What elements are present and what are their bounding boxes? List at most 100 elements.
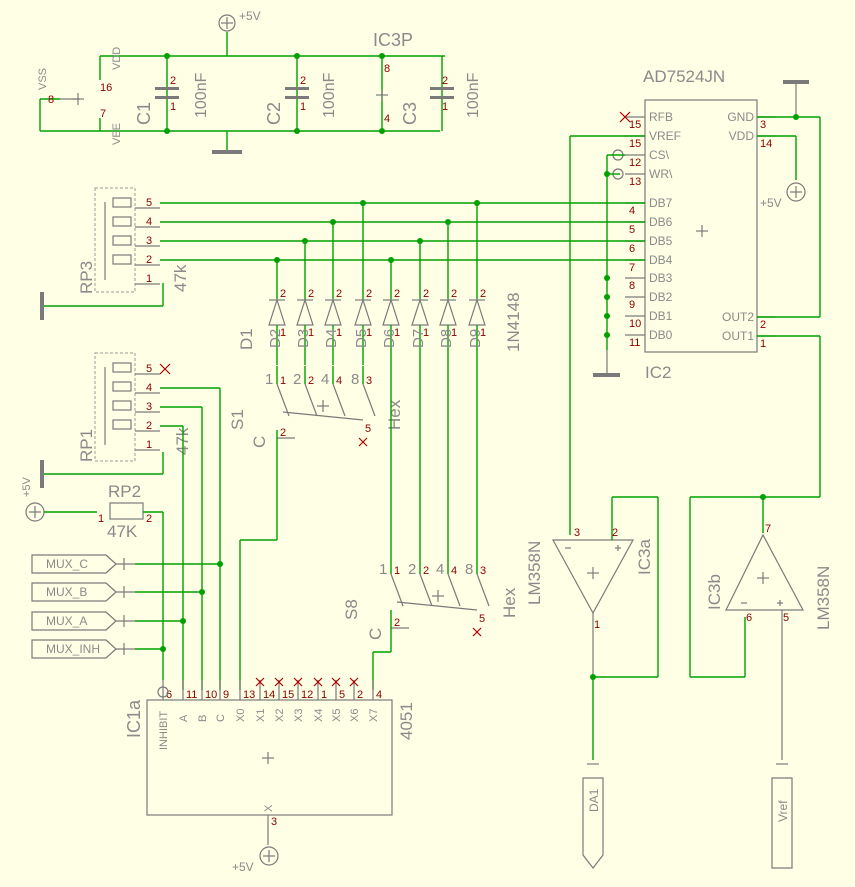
s8-common: C bbox=[366, 628, 385, 640]
svg-text:1: 1 bbox=[280, 327, 286, 339]
s1-type: Hex bbox=[385, 399, 404, 430]
dac-pin-rfb-num: 15 bbox=[629, 119, 641, 131]
diode-label-3: D3 bbox=[295, 329, 312, 348]
rp3-pins-pin-5: 5 bbox=[146, 197, 152, 209]
svg-text:5: 5 bbox=[479, 613, 485, 625]
ic3a-pin-3: 3 bbox=[574, 527, 580, 539]
dac-rpin-vdd: VDD bbox=[729, 129, 755, 143]
net-label-mux-b: MUX_B bbox=[46, 585, 87, 599]
ic3p-vee-label: VEE bbox=[111, 123, 123, 145]
dac-pin-db3-num: 8 bbox=[629, 280, 635, 292]
dac-pin-db0-num: 11 bbox=[629, 337, 640, 349]
dac-pin-wr-num: 13 bbox=[629, 176, 641, 188]
svg-text:14: 14 bbox=[263, 689, 275, 701]
rp1-pins-pin-2: 2 bbox=[146, 420, 152, 432]
svg-text:2: 2 bbox=[423, 288, 429, 300]
dac-rpin-out1-num: 1 bbox=[760, 338, 766, 350]
ic3p-pin-8a: 8 bbox=[48, 94, 54, 106]
diode-label-6: D6 bbox=[381, 329, 398, 348]
s8-name: S8 bbox=[342, 599, 361, 620]
rp2-pin-1: 1 bbox=[98, 513, 104, 525]
svg-text:2: 2 bbox=[357, 689, 363, 701]
dac-pin-vref: VREF bbox=[649, 129, 681, 143]
vref-label: Vref bbox=[776, 800, 790, 822]
svg-text:1: 1 bbox=[300, 101, 306, 113]
svg-text:6: 6 bbox=[166, 689, 172, 701]
dac-rpin-out1: OUT1 bbox=[722, 329, 754, 343]
cap-c1-name: C1 bbox=[134, 102, 154, 125]
ic3p-vss-label: VSS bbox=[37, 68, 49, 90]
rp2-resistor: +5V 1 2 RP2 47K bbox=[21, 476, 164, 680]
cap-c1-value: 100nF bbox=[193, 72, 210, 118]
dac-pin-cs: CS\ bbox=[649, 148, 670, 162]
opamp-ic3b: 7 6 5 IC3b LM358N bbox=[705, 523, 833, 760]
dac-left-pins: 15RFB15VREF12CS\13WR\4DB75DB66DB57DB48DB… bbox=[612, 110, 681, 349]
da1-label: DA1 bbox=[587, 788, 601, 812]
dac-pin-db2-num: 9 bbox=[629, 299, 635, 311]
mux-control-wiring bbox=[135, 388, 223, 690]
svg-text:11: 11 bbox=[186, 689, 197, 701]
s1-bit-2: 2 bbox=[293, 371, 301, 388]
plus5v-mux: +5V bbox=[232, 860, 254, 874]
dac-pin-db6: DB6 bbox=[649, 215, 673, 229]
mux-pin-x3: X3 bbox=[293, 709, 305, 722]
s1-bit-4: 4 bbox=[321, 371, 329, 388]
mux-part: 4051 bbox=[397, 702, 416, 740]
plus5v-top: +5V bbox=[239, 9, 261, 23]
rp1-pins-pin-4: 4 bbox=[146, 382, 152, 394]
opamp-ic3a: 3 2 1 IC3a LM358N bbox=[525, 496, 659, 760]
svg-text:3: 3 bbox=[480, 565, 486, 577]
ic3b-name: IC3b bbox=[705, 574, 724, 610]
output-da1: DA1 bbox=[582, 763, 604, 869]
s1-bit-1: 1 bbox=[265, 371, 273, 388]
rp3-pins-pin-2: 2 bbox=[146, 254, 152, 266]
svg-text:1: 1 bbox=[336, 327, 342, 339]
dac-pin-db1: DB1 bbox=[649, 309, 673, 323]
svg-text:1: 1 bbox=[170, 101, 176, 113]
ic3b-pin-7: 7 bbox=[765, 523, 771, 535]
diode-part: 1N4148 bbox=[504, 292, 523, 352]
diode-array: D1 1N4148 21D221D321D421D521D621D721D821… bbox=[237, 288, 523, 365]
mux-pin-x2: X2 bbox=[274, 709, 286, 722]
svg-text:2: 2 bbox=[394, 288, 400, 300]
ic3b-part: LM358N bbox=[814, 566, 833, 630]
svg-text:1: 1 bbox=[394, 327, 400, 339]
svg-text:1: 1 bbox=[366, 327, 372, 339]
dac-pin-db2: DB2 bbox=[649, 290, 673, 304]
svg-text:1: 1 bbox=[280, 375, 286, 387]
s1-name: S1 bbox=[228, 409, 247, 430]
rp2-pin-2: 2 bbox=[146, 513, 152, 525]
mux-out-pin: 3 bbox=[271, 816, 277, 828]
mux-pin-a: A bbox=[178, 714, 190, 722]
mux-pin-x0: X0 bbox=[235, 709, 247, 722]
data-bus bbox=[160, 200, 645, 300]
svg-text:2: 2 bbox=[423, 565, 429, 577]
dac-pin-db6-num: 5 bbox=[629, 224, 635, 236]
svg-text:2: 2 bbox=[308, 375, 314, 387]
svg-text:2: 2 bbox=[394, 617, 400, 629]
dac-pin-db7: DB7 bbox=[649, 196, 673, 210]
dac-pin-cs-num: 12 bbox=[629, 157, 641, 169]
rp2-name: RP2 bbox=[108, 482, 141, 501]
svg-text:12: 12 bbox=[301, 689, 313, 701]
mux-pin-x7: X7 bbox=[368, 709, 380, 722]
svg-text:2: 2 bbox=[280, 288, 286, 300]
cap-c2-name: C2 bbox=[264, 102, 284, 125]
svg-text:9: 9 bbox=[223, 689, 229, 701]
svg-text:2: 2 bbox=[308, 288, 314, 300]
output-vref: Vref bbox=[771, 763, 793, 869]
dac-name: AD7524JN bbox=[643, 67, 725, 86]
svg-text:1: 1 bbox=[451, 327, 457, 339]
dac-pin-db7-num: 4 bbox=[629, 205, 635, 217]
dac-pin-wr: WR\ bbox=[649, 167, 673, 181]
mux-pin-inhibit: INHIBIT bbox=[158, 711, 170, 750]
svg-text:1: 1 bbox=[423, 327, 429, 339]
s1-common: C bbox=[250, 436, 269, 448]
